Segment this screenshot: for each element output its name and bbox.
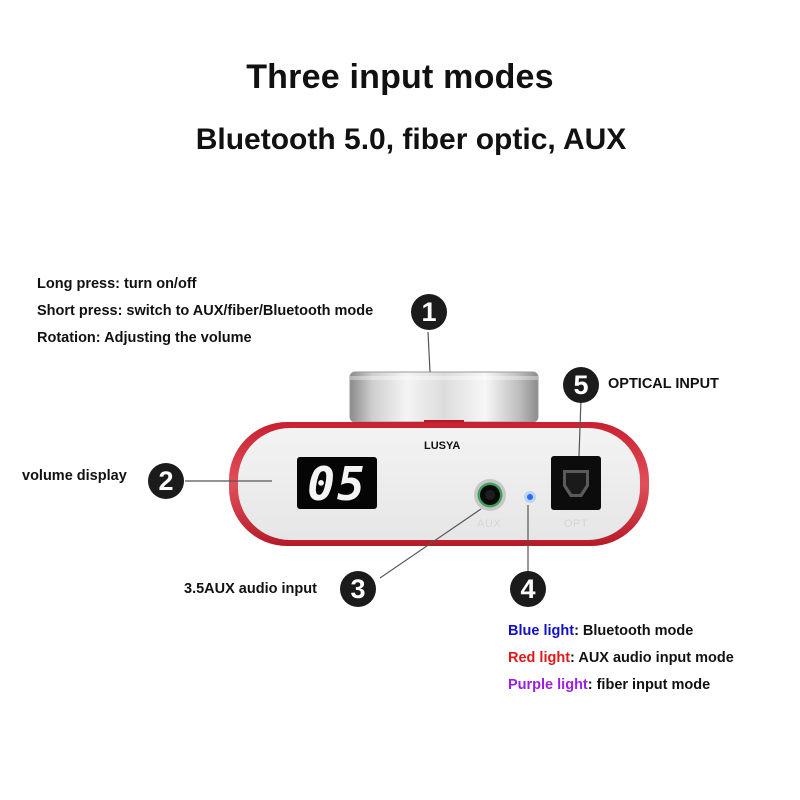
callout-3-badge: 3 <box>340 571 376 607</box>
legend-red-desc: : AUX audio input mode <box>570 650 734 666</box>
volume-display-value: 05 <box>307 457 367 511</box>
aux-jack <box>474 479 506 511</box>
device-body <box>229 422 649 546</box>
page-title: Three input modes <box>246 58 554 96</box>
page-subtitle: Bluetooth 5.0, fiber optic, AUX <box>195 123 627 156</box>
legend-row-purple: Purple light: fiber input mode <box>508 677 710 693</box>
callout-4-badge: 4 <box>510 571 546 607</box>
legend-blue-desc: : Bluetooth mode <box>574 623 694 639</box>
legend-purple-name: Purple light <box>508 677 588 693</box>
legend-row-red: Red light: AUX audio input mode <box>508 650 734 666</box>
brand-logo-text: LUSYA <box>424 440 461 452</box>
volume-knob <box>349 371 539 430</box>
legend-row-blue: Blue light: Bluetooth mode <box>508 623 693 639</box>
knob-note-long-press: Long press: turn on/off <box>37 276 197 292</box>
status-light <box>524 491 536 503</box>
optical-port <box>551 456 601 510</box>
legend-blue-name: Blue light <box>508 623 575 639</box>
optical-port-label: OPT <box>564 518 589 530</box>
callout-2-badge: 2 <box>148 463 184 499</box>
callout-3-label: 3.5AUX audio input <box>184 581 317 597</box>
callout-1-badge: 1 <box>411 294 447 330</box>
callout-5-badge: 5 <box>563 367 599 403</box>
aux-port-label: AUX <box>477 518 502 530</box>
callout-2-label: volume display <box>22 468 127 484</box>
legend-purple-desc: : fiber input mode <box>587 677 711 693</box>
callout-lines <box>185 331 582 579</box>
volume-display-screen <box>297 457 377 509</box>
callout-5-label: OPTICAL INPUT <box>608 376 719 392</box>
knob-note-short-press: Short press: switch to AUX/fiber/Bluetoo… <box>37 303 374 319</box>
legend-red-name: Red light <box>508 650 571 666</box>
knob-note-rotation: Rotation: Adjusting the volume <box>37 330 252 346</box>
